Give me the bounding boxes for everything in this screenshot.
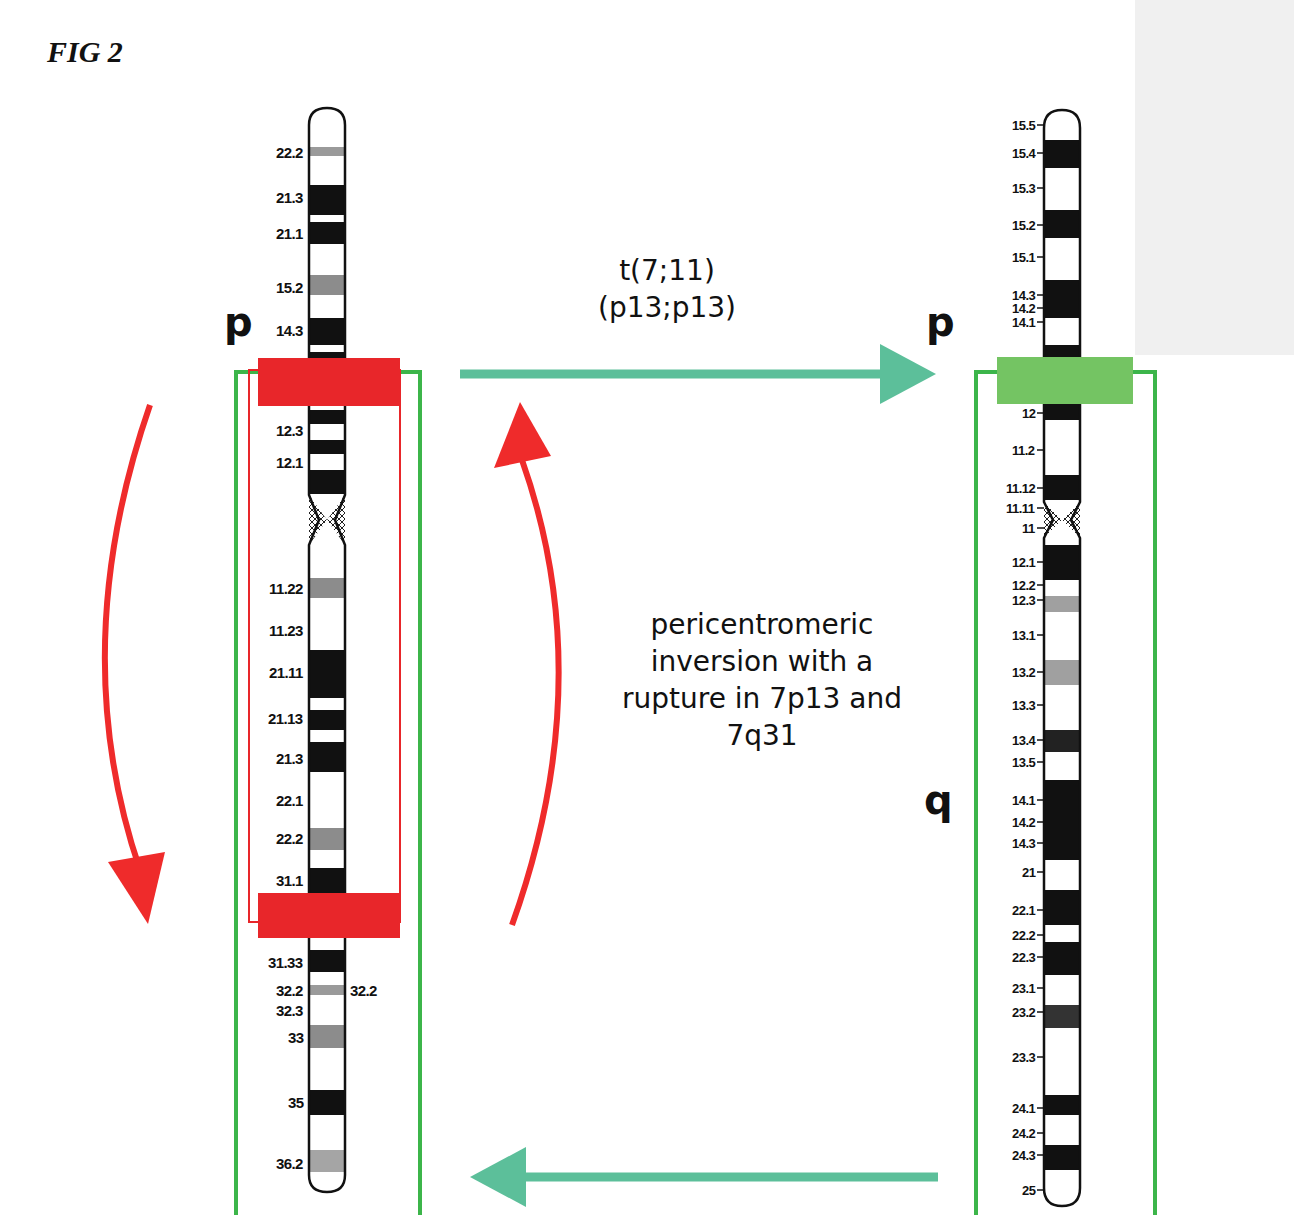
band-label: 12.2 bbox=[1012, 579, 1035, 592]
figure-title: FIG 2 bbox=[47, 37, 123, 67]
arm-label: p bbox=[926, 302, 955, 342]
band-label: 22.2 bbox=[276, 145, 303, 160]
chromosome-7 bbox=[309, 108, 345, 1192]
band-label: 21.1 bbox=[276, 226, 303, 241]
translocation-label: t(7;11) (p13;p13) bbox=[582, 252, 752, 326]
band-label: 24.1 bbox=[1012, 1102, 1035, 1115]
band-label: 13.1 bbox=[1012, 629, 1035, 642]
band-label: 23.3 bbox=[1012, 1051, 1035, 1064]
band-label: 22.2 bbox=[1012, 929, 1035, 942]
band-label: 15.2 bbox=[1012, 219, 1035, 232]
arm-label: q bbox=[924, 780, 953, 820]
band-label: 22.2 bbox=[276, 831, 303, 846]
band-label: 11 bbox=[1022, 522, 1035, 535]
band-label: 14.2 bbox=[1012, 302, 1035, 315]
band-label: 11.12 bbox=[1006, 482, 1035, 495]
inversion-note: pericentromeric inversion with a rupture… bbox=[607, 606, 917, 754]
band-label: 23.1 bbox=[1012, 982, 1035, 995]
band-label: 21.3 bbox=[276, 751, 303, 766]
band-label: 14.2 bbox=[1012, 816, 1035, 829]
band-label: 21 bbox=[1022, 866, 1035, 879]
band-label: 13.5 bbox=[1012, 756, 1035, 769]
band-label: 21.11 bbox=[269, 665, 303, 680]
band-label: 15.1 bbox=[1012, 251, 1035, 264]
band-label: 11.22 bbox=[269, 581, 303, 596]
band-label: 21.13 bbox=[268, 711, 303, 726]
band-label: 32.3 bbox=[276, 1003, 303, 1018]
band-label: 32.2 bbox=[350, 983, 377, 998]
band-label: 31.1 bbox=[276, 873, 303, 888]
band-label: 22.3 bbox=[1012, 951, 1035, 964]
band-label: 35 bbox=[288, 1095, 304, 1110]
band-label: 15.5 bbox=[1012, 119, 1035, 132]
band-label: 15.3 bbox=[1012, 182, 1035, 195]
band-label: 12 bbox=[1022, 407, 1035, 420]
band-label: 14.3 bbox=[1012, 289, 1035, 302]
band-label: 33 bbox=[288, 1030, 304, 1045]
band-label: 11.11 bbox=[1006, 502, 1035, 515]
band-label: 25 bbox=[1022, 1184, 1035, 1197]
band-label: 14.3 bbox=[1012, 837, 1035, 850]
band-label: 24.2 bbox=[1012, 1127, 1035, 1140]
band-label: 15.2 bbox=[276, 280, 303, 295]
band-label: 21.3 bbox=[276, 190, 303, 205]
band-label: 14.1 bbox=[1012, 316, 1035, 329]
band-label: 22.1 bbox=[276, 793, 303, 808]
band-label: 22.1 bbox=[1012, 904, 1035, 917]
band-label: 14.3 bbox=[276, 323, 303, 338]
band-label: 13.4 bbox=[1012, 734, 1035, 747]
band-label: 32.2 bbox=[276, 983, 303, 998]
band-label: 24.3 bbox=[1012, 1149, 1035, 1162]
band-label: 11.23 bbox=[269, 623, 303, 638]
band-label: 31.33 bbox=[268, 955, 303, 970]
band-label: 23.2 bbox=[1012, 1006, 1035, 1019]
band-label: 13.3 bbox=[1012, 699, 1035, 712]
band-label: 14.1 bbox=[1012, 794, 1035, 807]
arm-label: p bbox=[224, 302, 253, 342]
band-label: 12.3 bbox=[1012, 594, 1035, 607]
band-label: 36.2 bbox=[276, 1156, 303, 1171]
band-label: 12.1 bbox=[1012, 556, 1035, 569]
band-label: 11.2 bbox=[1012, 444, 1035, 457]
chromosome-11 bbox=[1037, 110, 1080, 1206]
band-label: 12.1 bbox=[276, 455, 303, 470]
band-label: 15.4 bbox=[1012, 147, 1035, 160]
band-label: 13.2 bbox=[1012, 666, 1035, 679]
band-label: 12.3 bbox=[276, 423, 303, 438]
